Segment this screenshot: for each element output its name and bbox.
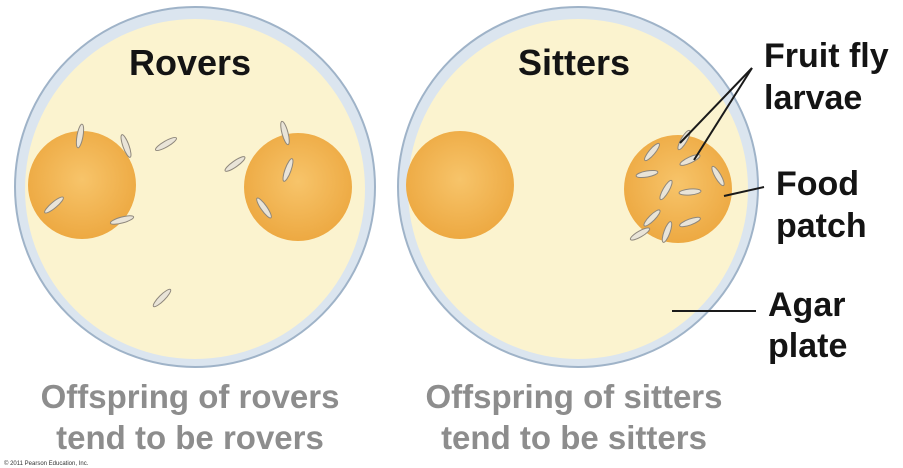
agar-label-line1: Agar bbox=[768, 286, 845, 324]
copyright-notice: © 2011 Pearson Education, Inc. bbox=[4, 460, 89, 467]
food-label-line2: patch bbox=[776, 207, 867, 245]
sitters-caption-line1: Offspring of sitters bbox=[425, 378, 722, 415]
sitters-plate: Sitters bbox=[398, 7, 758, 367]
food-patch bbox=[244, 133, 352, 241]
rovers-plate: Rovers bbox=[15, 7, 375, 367]
larvae-label-line2: larvae bbox=[764, 79, 862, 117]
rovers-title: Rovers bbox=[129, 42, 251, 83]
food-patch bbox=[624, 135, 732, 243]
larvae-label-line1: Fruit fly bbox=[764, 37, 889, 75]
food-patch bbox=[406, 131, 514, 239]
sitters-caption-line2: tend to be sitters bbox=[441, 419, 707, 456]
food-label-line1: Food bbox=[776, 165, 859, 203]
agar-label-line2: plate bbox=[768, 327, 847, 365]
rovers-caption-line1: Offspring of rovers bbox=[41, 378, 340, 415]
sitters-title: Sitters bbox=[518, 42, 630, 83]
rovers-caption-line2: tend to be rovers bbox=[56, 419, 324, 456]
